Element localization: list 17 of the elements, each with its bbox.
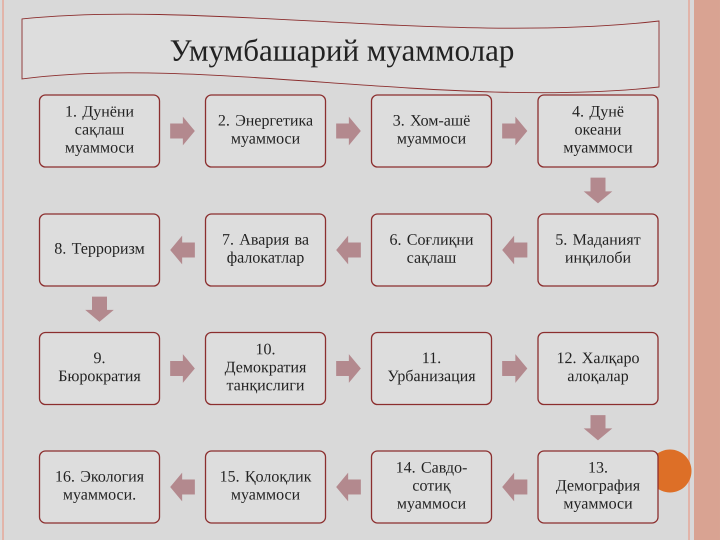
process-box: 1. Дунёни сақлаш муаммоси (38, 94, 160, 168)
process-box: 8. Терроризм (38, 213, 160, 287)
process-box: 9. Бюрократия (38, 332, 160, 406)
process-box: 10. Демократия танқислиги (204, 332, 326, 406)
process-box: 2. Энергетика муаммоси (204, 94, 326, 168)
process-box: 11. Урбанизация (370, 332, 492, 406)
title-banner: Умумбашарий муаммолар (22, 14, 660, 94)
process-box: 13. Демография муаммоси (537, 450, 659, 524)
process-box: 7. Авария ва фалокатлар (204, 213, 326, 287)
process-box: 14. Савдо-сотиқ муаммоси (370, 450, 492, 524)
process-box: 3. Хом-ашё муаммоси (370, 94, 492, 168)
process-box: 12. Халқаро алоқалар (537, 332, 659, 406)
process-box: 6. Соғлиқни сақлаш (370, 213, 492, 287)
process-box: 15. Қолоқлик муаммоси (204, 450, 326, 524)
process-box: 4. Дунё океани муаммоси (537, 94, 659, 168)
process-box: 5. Маданият инқилоби (537, 213, 659, 287)
process-box: 16. Экология муаммоси. (38, 450, 160, 524)
